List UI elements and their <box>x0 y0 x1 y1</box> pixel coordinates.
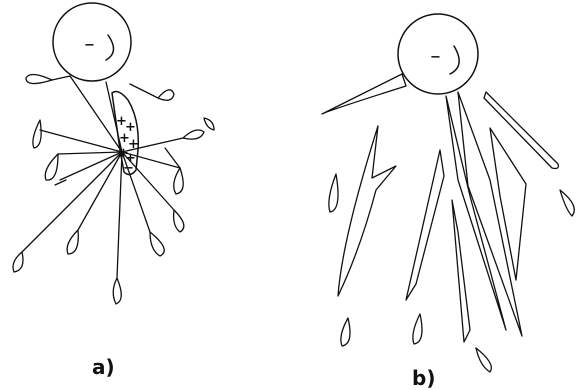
branch-line <box>52 76 70 80</box>
drop <box>204 118 214 130</box>
streamer <box>406 150 444 300</box>
branch-line <box>55 180 66 185</box>
drop <box>329 174 338 212</box>
drop <box>476 348 491 372</box>
branch-line <box>58 152 122 154</box>
panel-a-label: a) <box>92 355 115 379</box>
drop <box>174 168 183 194</box>
branch-line <box>122 152 174 210</box>
panel-a: − + + + + + + − <box>13 3 214 379</box>
panel-a-head-smile <box>106 35 114 60</box>
streamer <box>322 74 406 114</box>
branch-line <box>60 152 122 180</box>
drop <box>67 230 78 254</box>
panel-b-head-smile <box>450 46 459 74</box>
panel-b-drops <box>329 174 574 372</box>
drop <box>158 90 174 100</box>
drop <box>183 130 204 139</box>
panel-a-head-sign: − <box>84 38 95 53</box>
drop <box>560 190 574 216</box>
branch-line <box>117 152 122 278</box>
drop <box>113 278 121 304</box>
drop <box>33 120 41 148</box>
branch-line <box>78 152 122 230</box>
drop <box>413 314 422 344</box>
streamer <box>338 126 396 296</box>
streamer <box>452 200 470 342</box>
panel-b-label: b) <box>412 366 435 390</box>
drop <box>150 232 164 256</box>
drop <box>26 74 52 83</box>
streamer <box>484 92 558 169</box>
panel-a-branches <box>22 76 183 278</box>
panel-b-streamers <box>322 74 558 342</box>
drop <box>45 154 58 180</box>
drop <box>341 318 350 346</box>
branch-line <box>130 84 158 98</box>
panel-b-head-sign: − <box>430 50 441 65</box>
drop <box>174 210 184 232</box>
panel-b: − b) <box>322 14 574 390</box>
drop <box>13 252 23 272</box>
